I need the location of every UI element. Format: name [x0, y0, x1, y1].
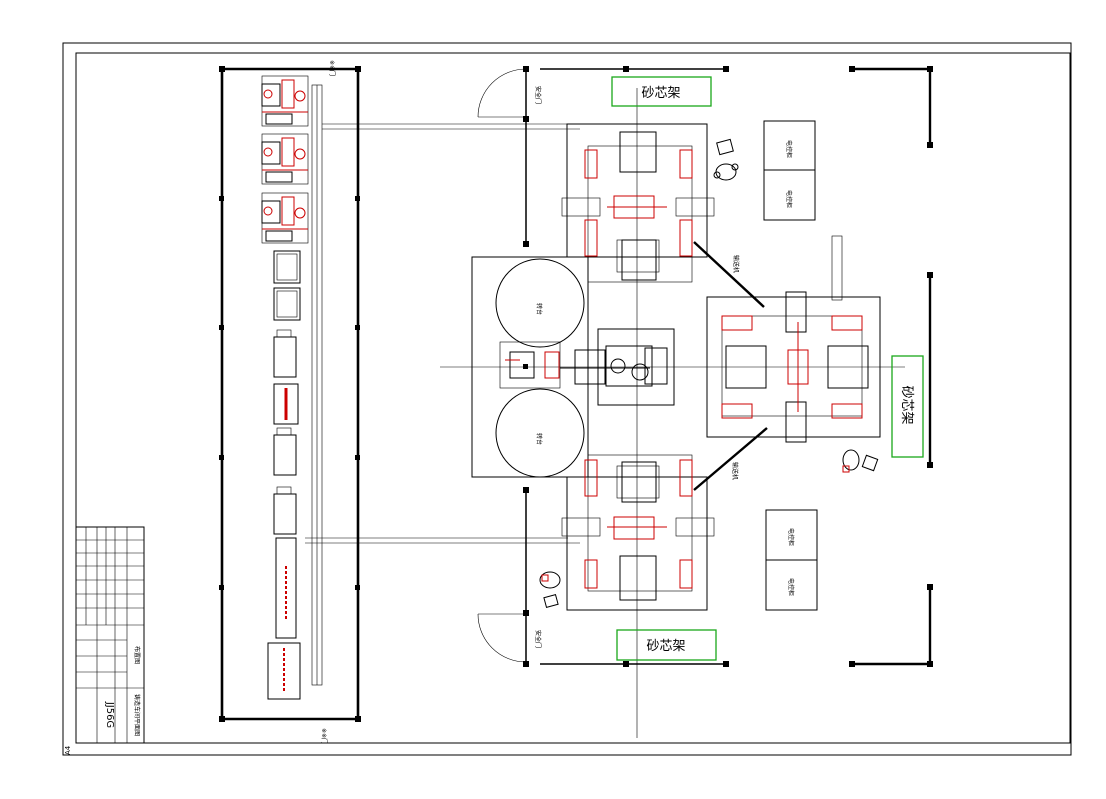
storage-box-red — [267, 642, 301, 700]
bottom-core-rack — [616, 629, 717, 661]
project-title: 铸造车间平面图 — [133, 694, 141, 736]
top-core-rack-label: 砂芯架 — [641, 86, 680, 101]
top-rack-fence — [540, 66, 729, 72]
right-fence — [849, 66, 933, 667]
svg-text:电控柜: 电控柜 — [785, 190, 793, 208]
machine-unit — [261, 133, 309, 185]
storage-box — [273, 250, 301, 284]
svg-text:转台: 转台 — [535, 303, 543, 315]
turntable-top — [495, 258, 585, 348]
svg-text:输送机: 输送机 — [732, 255, 740, 273]
top-work-cell — [561, 123, 715, 283]
svg-text:电控柜: 电控柜 — [787, 578, 795, 596]
machine-unit — [261, 75, 309, 127]
storage-box-red — [273, 383, 299, 425]
turntable-platform: 转台 转台 — [471, 256, 589, 478]
operator-station — [539, 571, 561, 608]
machine-unit — [261, 192, 309, 244]
turntable-bottom — [495, 388, 585, 478]
central-robot — [499, 328, 675, 406]
inner-frame — [75, 52, 1071, 744]
anchor-points — [523, 364, 528, 369]
svg-text:电控柜: 电控柜 — [785, 140, 793, 158]
storage-box — [273, 427, 297, 476]
diagonal-conveyor — [693, 241, 765, 308]
top-core-rack — [611, 76, 712, 107]
operator-station — [713, 138, 739, 181]
right-work-cell — [706, 235, 881, 443]
diagonal-conveyor — [693, 427, 768, 491]
svg-text:安全门: 安全门 — [534, 630, 542, 648]
svg-text:安全门: 安全门 — [534, 86, 542, 104]
conveyor-lines — [305, 123, 580, 544]
svg-text:※※门: ※※门 — [328, 60, 336, 76]
bottom-core-rack-label: 砂芯架 — [646, 639, 685, 654]
storage-box — [273, 287, 301, 321]
svg-text:电控柜: 电控柜 — [787, 528, 795, 546]
storage-box — [273, 486, 297, 535]
bottom-fence: 安全门 — [477, 487, 542, 667]
right-core-rack — [891, 355, 924, 458]
left-storage-area: ※※门 ※※门 — [219, 60, 361, 744]
drawing-number: JJ56G — [104, 701, 115, 728]
svg-text:转台: 转台 — [535, 433, 543, 445]
operator-station — [842, 449, 879, 473]
control-cabinet: 电控柜 电控柜 — [765, 509, 818, 611]
bottom-rack-fence — [540, 661, 729, 667]
bottom-work-cell — [561, 454, 715, 611]
storage-box-red — [275, 537, 297, 639]
svg-text:※※门: ※※门 — [320, 728, 328, 744]
top-fence: 安全门 — [477, 66, 542, 247]
storage-box — [273, 329, 297, 378]
right-core-rack-label: 砂芯架 — [899, 385, 914, 424]
control-cabinet: 电控柜 电控柜 — [763, 120, 816, 221]
svg-text:布置图: 布置图 — [133, 646, 141, 664]
title-block: JJ56G 铸造车间平面图 布置图 — [75, 526, 145, 744]
svg-text:输送机: 输送机 — [731, 462, 739, 480]
outer-frame — [62, 42, 1072, 756]
corner-mark: A4 — [64, 745, 72, 755]
